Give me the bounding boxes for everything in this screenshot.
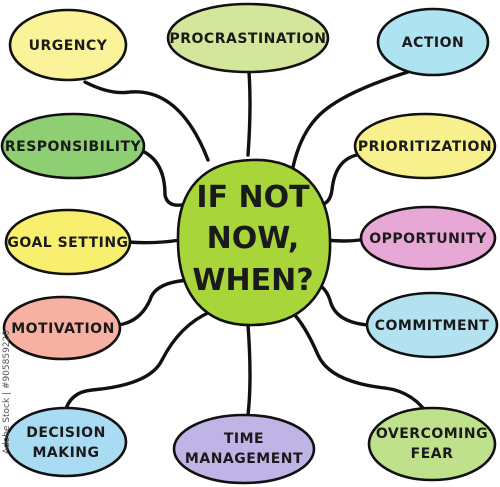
label-goal-setting: GOAL SETTING	[7, 235, 128, 251]
connector-decision-making	[63, 310, 212, 414]
label-action: ACTION	[402, 35, 465, 51]
label-commitment: COMMITMENT	[375, 318, 490, 334]
center-title-line-1: IF NOT	[196, 180, 310, 215]
bubble-procrastination	[166, 2, 330, 74]
node-opportunity: OPPORTUNITY	[359, 205, 497, 271]
node-urgency: URGENCY	[8, 8, 128, 82]
bubble-time-management	[172, 413, 316, 485]
connector-prioritization	[316, 153, 359, 207]
bubble-motivation	[2, 295, 122, 361]
node-action: ACTION	[376, 7, 490, 77]
label-opportunity: OPPORTUNITY	[369, 231, 487, 247]
label-responsibility: RESPONSIBILITY	[5, 139, 142, 155]
label-urgency: URGENCY	[29, 38, 108, 54]
connector-responsibility	[138, 148, 192, 207]
bubble-action	[376, 7, 490, 77]
bubble-overcoming-fear	[367, 406, 497, 482]
node-goal-setting: GOAL SETTING	[4, 208, 132, 276]
node-time-management: TIME MANAGEMENT	[172, 413, 316, 485]
bubble-commitment	[365, 291, 499, 359]
bubble-urgency	[8, 8, 128, 82]
node-decision-making: DECISION MAKING	[4, 406, 128, 478]
connector-urgency	[83, 80, 210, 162]
label-prioritization: PRIORITIZATION	[358, 139, 492, 155]
connectors	[63, 58, 432, 420]
label-decision-making-line-2: MAKING	[32, 445, 99, 461]
label-decision-making-line-1: DECISION	[26, 425, 106, 441]
label-motivation: MOTIVATION	[11, 321, 115, 337]
label-time-management-line-1: TIME	[224, 431, 264, 447]
label-overcoming-fear-line-2: FEAR	[411, 446, 454, 462]
center-node: IF NOT NOW, WHEN?	[176, 158, 332, 327]
connector-time-management	[246, 323, 252, 417]
connector-overcoming-fear	[290, 310, 432, 420]
center-bubble	[176, 158, 332, 327]
node-prioritization: PRIORITIZATION	[353, 112, 497, 180]
center-title-line-2: NOW,	[207, 221, 300, 256]
connector-motivation	[116, 278, 192, 327]
connector-action	[290, 70, 410, 174]
bubble-goal-setting	[4, 208, 132, 276]
node-procrastination: PROCRASTINATION	[166, 2, 330, 74]
node-motivation: MOTIVATION	[2, 295, 122, 361]
connector-goal-setting	[126, 238, 182, 245]
label-time-management-line-2: MANAGEMENT	[185, 451, 303, 467]
center-title-line-3: WHEN?	[192, 263, 313, 298]
bubble-responsibility	[0, 112, 146, 180]
stock-watermark: Adobe Stock | #905859220	[2, 330, 12, 455]
node-commitment: COMMITMENT	[365, 291, 499, 359]
label-procrastination: PROCRASTINATION	[169, 31, 326, 47]
node-overcoming-fear: OVERCOMING FEAR	[367, 406, 497, 482]
node-responsibility: RESPONSIBILITY	[0, 112, 146, 180]
label-overcoming-fear-line-1: OVERCOMING	[376, 426, 488, 442]
bubble-decision-making	[4, 406, 128, 478]
bubble-prioritization	[353, 112, 497, 180]
connector-procrastination	[246, 58, 252, 157]
bubble-opportunity	[359, 205, 497, 271]
